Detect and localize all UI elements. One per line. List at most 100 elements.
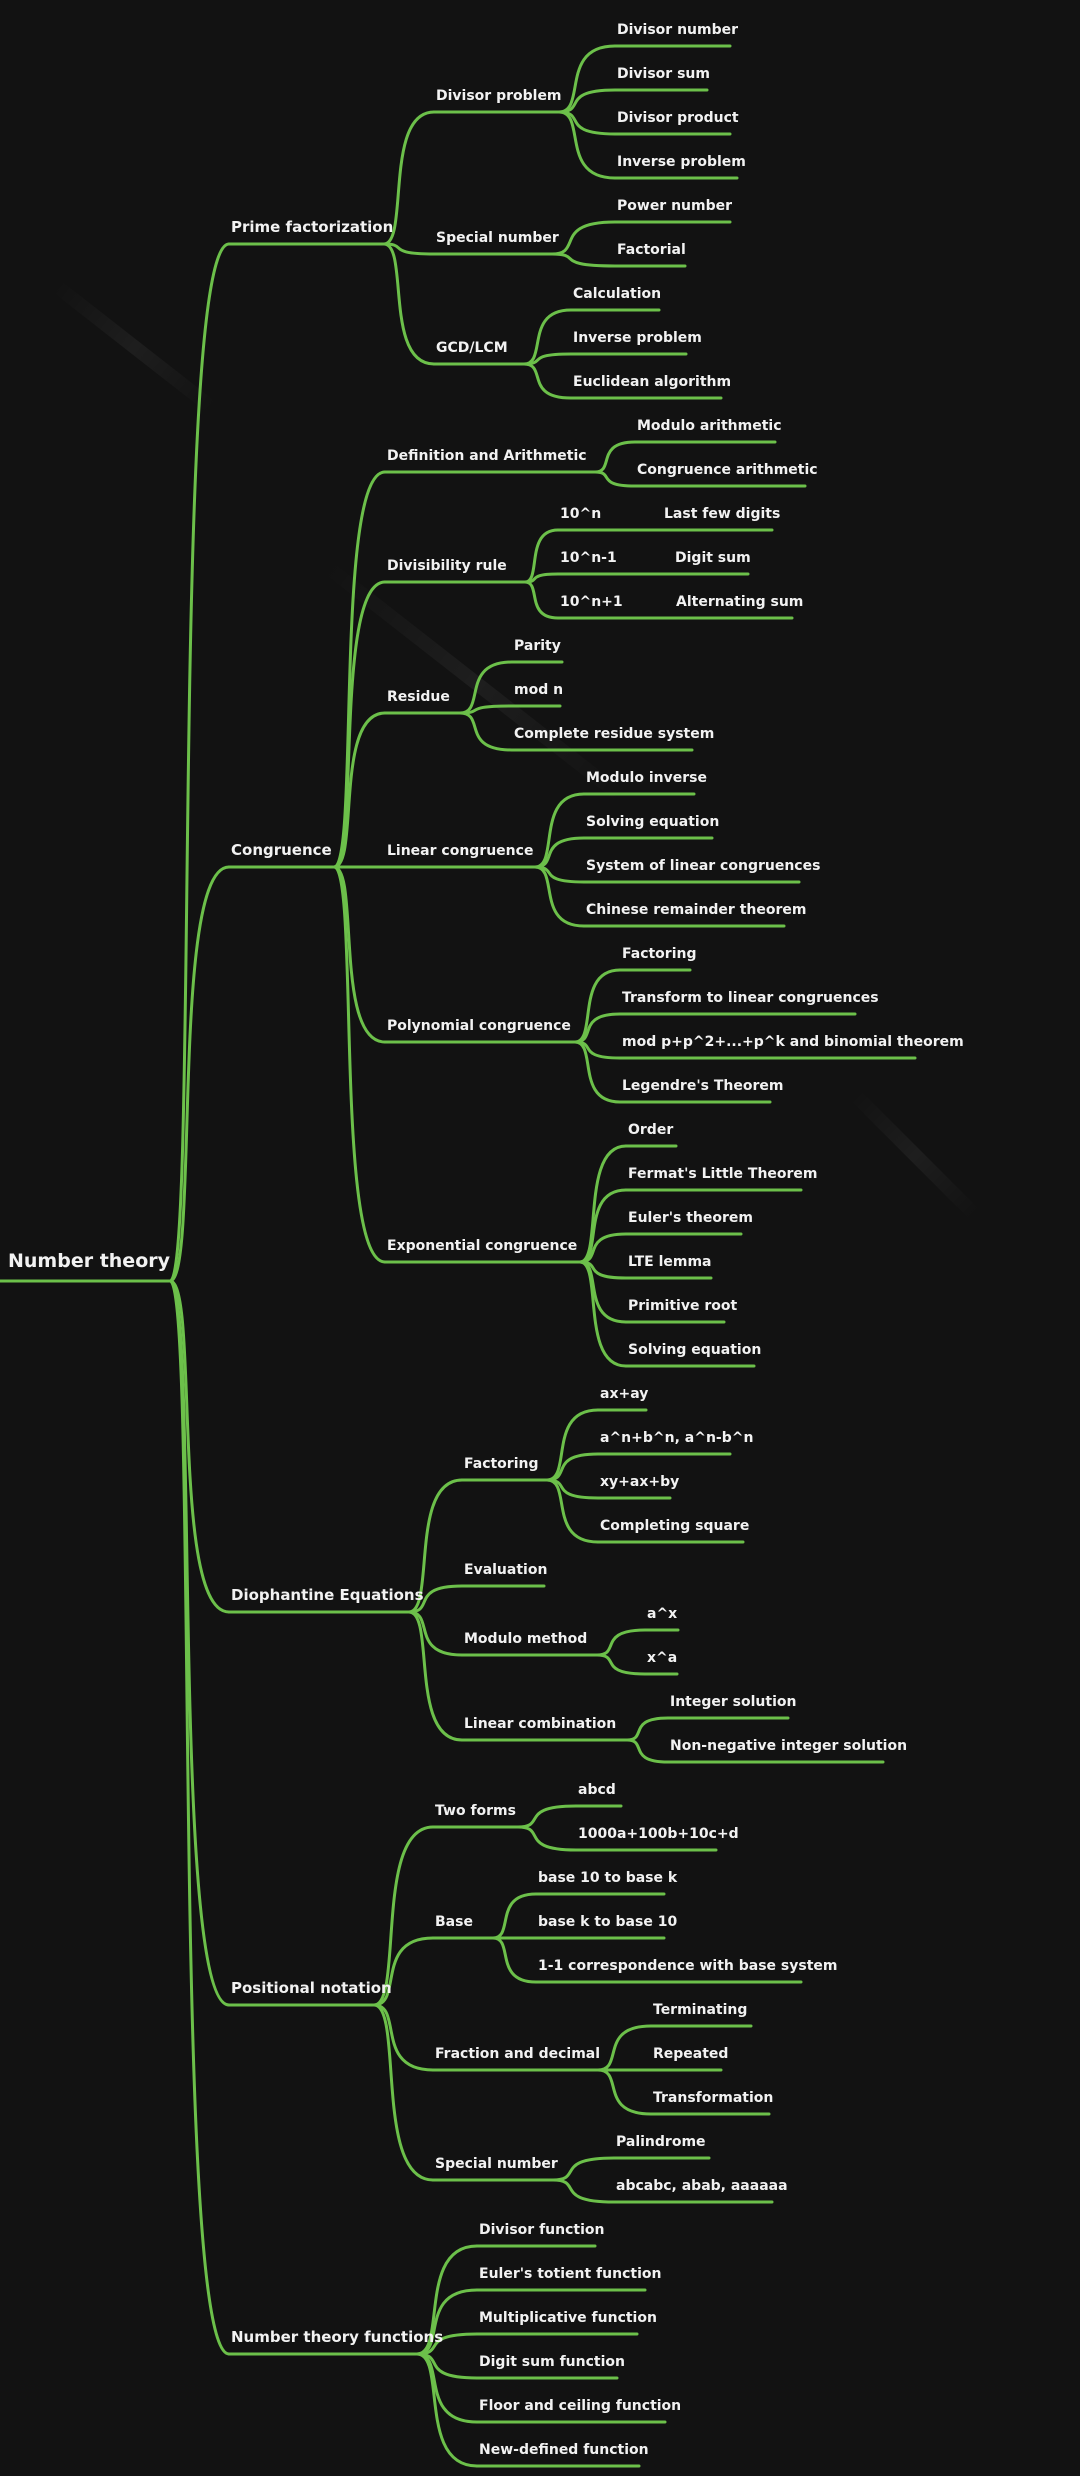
node-parity: Parity xyxy=(514,638,561,654)
node-a-x: a^x xyxy=(647,1606,677,1622)
node-prime-factorization: Prime factorization xyxy=(231,218,393,236)
node-palindrome: Palindrome xyxy=(616,2134,706,2150)
edge-base xyxy=(372,1936,435,2007)
node-two-forms: Two forms xyxy=(435,1803,516,1819)
edge-palindrome xyxy=(551,2156,616,2182)
node-primitive-root: Primitive root xyxy=(628,1298,737,1314)
node-digit-sum: Digit sum xyxy=(675,550,751,566)
node-base-10-to-base-k: base 10 to base k xyxy=(538,1870,678,1886)
node-exponential-congruence: Exponential congruence xyxy=(387,1238,577,1254)
edge-1-1-correspondence-with-base-system xyxy=(491,1936,538,1984)
node-euler-s-totient-function: Euler's totient function xyxy=(479,2266,661,2282)
node-abcd: abcd xyxy=(578,1782,616,1798)
node-digit-sum-function: Digit sum function xyxy=(479,2354,625,2370)
edge-multiplicative-function xyxy=(415,2332,479,2356)
node-modulo-inverse: Modulo inverse xyxy=(586,770,707,786)
node-fraction-and-decimal: Fraction and decimal xyxy=(435,2046,600,2062)
edge-fermat-s-little-theorem xyxy=(578,1188,628,1264)
node-chinese-remainder-theorem: Chinese remainder theorem xyxy=(586,902,806,918)
node-evaluation: Evaluation xyxy=(464,1562,547,1578)
edge-polynomial-congruence xyxy=(332,865,387,1044)
node-10-n: 10^n xyxy=(560,506,601,522)
edge-power-number xyxy=(550,220,617,256)
edge-inverse-problem xyxy=(522,352,573,366)
node-power-number: Power number xyxy=(617,198,732,214)
node-solving-equation: Solving equation xyxy=(628,1342,761,1358)
edge-parity xyxy=(458,660,514,715)
edge-modulo-inverse xyxy=(533,792,586,869)
edge-abcd xyxy=(516,1804,578,1829)
edge-non-negative-integer-solution xyxy=(625,1738,670,1764)
edge-factoring xyxy=(407,1478,464,1614)
node-factoring: Factoring xyxy=(622,946,697,962)
node-abcabc-abab-aaaaaa: abcabc, abab, aaaaaa xyxy=(616,2178,788,2194)
node-divisibility-rule: Divisibility rule xyxy=(387,558,507,574)
node-1000a-100b-10c-d: 1000a+100b+10c+d xyxy=(578,1826,739,1842)
edge-factorial xyxy=(550,252,617,268)
node-terminating: Terminating xyxy=(653,2002,747,2018)
edge-new-defined-function xyxy=(415,2352,479,2468)
node-diophantine-equations: Diophantine Equations xyxy=(231,1586,424,1604)
node-divisor-product: Divisor product xyxy=(617,110,739,126)
node-repeated: Repeated xyxy=(653,2046,728,2062)
node-complete-residue-system: Complete residue system xyxy=(514,726,714,742)
edge-fraction-and-decimal xyxy=(372,2003,435,2072)
edge-integer-solution xyxy=(625,1716,670,1742)
node-completing-square: Completing square xyxy=(600,1518,749,1534)
node-gcd-lcm: GCD/LCM xyxy=(436,340,508,356)
node-multiplicative-function: Multiplicative function xyxy=(479,2310,657,2326)
edge-divisibility-rule xyxy=(332,580,387,869)
node-mod-n: mod n xyxy=(514,682,563,698)
node-residue: Residue xyxy=(387,689,450,705)
node-1-1-correspondence-with-base-system: 1-1 correspondence with base system xyxy=(538,1958,837,1974)
node-modulo-arithmetic: Modulo arithmetic xyxy=(637,418,782,434)
edge-modulo-arithmetic xyxy=(593,440,637,474)
node-modulo-method: Modulo method xyxy=(464,1631,587,1647)
node-factorial: Factorial xyxy=(617,242,686,258)
node-transformation: Transformation xyxy=(653,2090,773,2106)
edge-number-theory-functions xyxy=(168,1279,231,2356)
edge-calculation xyxy=(522,308,573,366)
edge-legendre-s-theorem xyxy=(573,1040,622,1104)
edge-two-forms xyxy=(372,1825,435,2007)
node-divisor-function: Divisor function xyxy=(479,2222,604,2238)
edge-gcd-lcm xyxy=(382,242,436,366)
edge-residue xyxy=(332,711,387,869)
edge-factoring xyxy=(573,968,622,1044)
edge-transformation xyxy=(596,2068,653,2116)
mind-map-edges xyxy=(0,44,917,2468)
edge-prime-factorization xyxy=(168,242,231,1283)
node-divisor-problem: Divisor problem xyxy=(436,88,562,104)
edge-ax-ay xyxy=(545,1408,600,1482)
node-fermat-s-little-theorem: Fermat's Little Theorem xyxy=(628,1166,818,1182)
node-special-number: Special number xyxy=(436,230,559,246)
edge-10-n xyxy=(523,528,560,584)
edge-abcabc-abab-aaaaaa xyxy=(551,2178,616,2204)
node-mod-p-p-2-p-k-and-binomial-theorem: mod p+p^2+...+p^k and binomial theorem xyxy=(622,1034,964,1050)
node-10-n-1: 10^n+1 xyxy=(560,594,623,610)
edge-1000a-100b-10c-d xyxy=(516,1825,578,1852)
edge-congruence xyxy=(168,865,231,1283)
node-divisor-sum: Divisor sum xyxy=(617,66,710,82)
edge-base-10-to-base-k xyxy=(491,1892,538,1940)
edge-x-a xyxy=(595,1653,647,1676)
node-base: Base xyxy=(435,1914,473,1930)
node-base-k-to-base-10: base k to base 10 xyxy=(538,1914,677,1930)
node-congruence: Congruence xyxy=(231,841,332,859)
edge-chinese-remainder-theorem xyxy=(533,865,586,928)
node-new-defined-function: New-defined function xyxy=(479,2442,649,2458)
edge-euclidean-algorithm xyxy=(522,362,573,400)
node-linear-congruence: Linear congruence xyxy=(387,843,533,859)
edge-exponential-congruence xyxy=(332,865,387,1264)
edge-terminating xyxy=(596,2024,653,2072)
node-factoring: Factoring xyxy=(464,1456,539,1472)
node-last-few-digits: Last few digits xyxy=(664,506,780,522)
edge-a-x xyxy=(595,1628,647,1657)
edge-divisor-problem xyxy=(382,110,436,246)
node-euler-s-theorem: Euler's theorem xyxy=(628,1210,753,1226)
node-number-theory-functions: Number theory functions xyxy=(231,2328,443,2346)
node-positional-notation: Positional notation xyxy=(231,1979,392,1997)
node-a-n-b-n-a-n-b-n: a^n+b^n, a^n-b^n xyxy=(600,1430,753,1446)
